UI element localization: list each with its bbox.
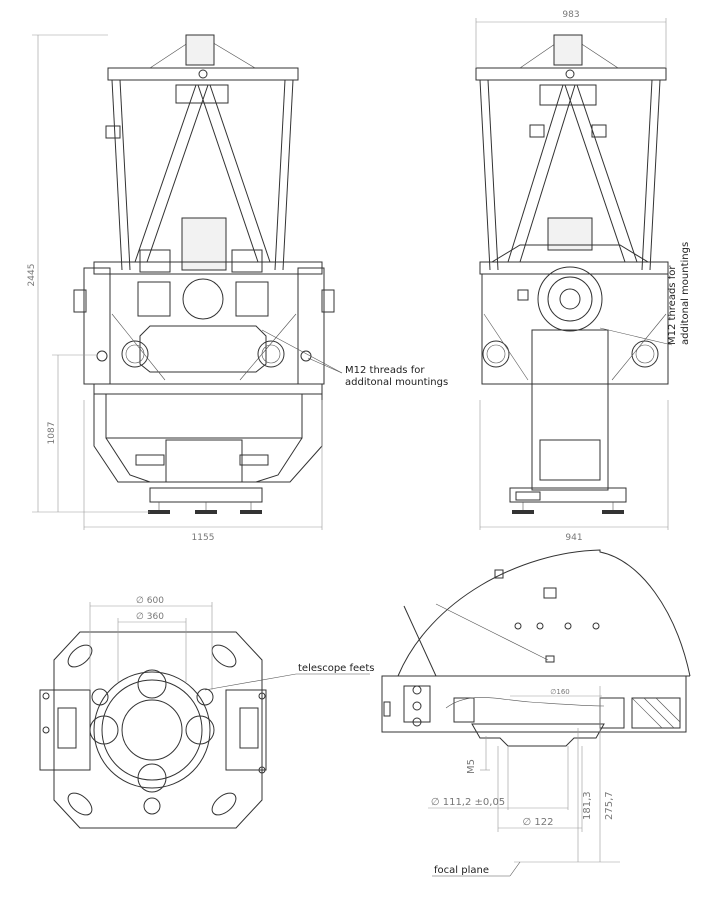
detail-dia-122: ∅ 122	[523, 817, 554, 828]
telescope-feet-callout: telescope feets	[298, 663, 374, 674]
detail-dia-111: ∅ 111,2 ±0,05	[431, 797, 505, 808]
front-view	[32, 34, 343, 530]
detail-dia-160: ∅160	[550, 688, 569, 696]
side-width-bottom-dimension: 941	[565, 533, 582, 543]
front-callout-line-2: additonal mountings	[345, 377, 448, 388]
front-callout-line-1: M12 threads for	[345, 365, 425, 376]
front-width-dimension: 1155	[192, 533, 215, 543]
side-view	[475, 18, 673, 530]
front-axis-height-dimension: 1087	[47, 422, 57, 445]
side-callout-line-2: additonal mountings	[680, 242, 691, 345]
side-width-top-dimension: 983	[562, 10, 579, 20]
detail-len-181: 181,3	[582, 791, 593, 820]
side-callout-line-1: M12 threads for	[667, 265, 678, 345]
top-outer-diameter: ∅ 600	[136, 596, 164, 606]
top-view	[39, 602, 370, 829]
top-inner-diameter: ∅ 360	[136, 612, 164, 622]
front-height-dimension: 2445	[27, 264, 37, 287]
detail-len-275: 275,7	[604, 791, 615, 820]
focal-plane-callout: focal plane	[434, 865, 489, 876]
detail-m5-thread: M5	[466, 759, 477, 774]
detail-view	[381, 549, 691, 877]
